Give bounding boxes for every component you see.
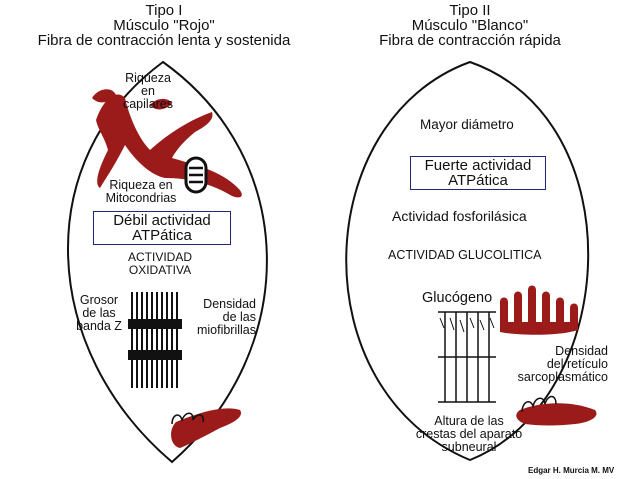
capillaries-label: Riqueza en capilares (122, 71, 174, 111)
type1-title: Tipo I (145, 2, 183, 19)
z-band-marker (128, 350, 182, 360)
type1-fiber-outline (67, 60, 268, 464)
type2-header: Tipo II Músculo "Blanco" Fibra de contra… (350, 3, 590, 48)
type2-description: Fibra de contracción rápida (379, 32, 561, 49)
type1-header: Tipo I Músculo "Rojo" Fibra de contracci… (10, 3, 318, 48)
type1-atpase-box: Débil actividad ATPática (93, 211, 231, 245)
reticulum-density-label: Densidad del retículo sarcoplasmático (517, 344, 608, 384)
type2-title: Tipo II (449, 2, 491, 19)
type1-description: Fibra de contracción lenta y sostenida (37, 32, 291, 49)
sarcoplasmic-reticulum-icon (500, 285, 578, 335)
type2-subtitle: Músculo "Blanco" (411, 17, 529, 34)
author-credit: Edgar H. Murcia M. MV (528, 466, 615, 475)
glycogen-label: Glucógeno (422, 290, 493, 306)
neuromuscular-junction-icon (171, 408, 242, 448)
oxidative-activity-label: ACTIVIDAD OXIDATIVA (127, 250, 192, 277)
z-band-label: Grosor de las banda Z (76, 293, 122, 333)
phosphorylase-activity-label: Actividad fosforilásica (392, 208, 527, 224)
greater-diameter-label: Mayor diámetro (420, 117, 514, 132)
type1-subtitle: Músculo "Rojo" (113, 17, 215, 34)
glycogen-myofibril-icon (438, 311, 496, 403)
type2-atpase-box: Fuerte actividad ATPática (410, 156, 546, 190)
mitochondria-label: Riqueza en Mitocondrias (105, 178, 177, 205)
junction-height-label: Altura de las crestas del aparato subneu… (415, 414, 523, 454)
myofibril-bundle-icon (128, 292, 182, 388)
neuromuscular-junction-icon-right (516, 395, 597, 426)
myofibril-density-label: Densidad de las miofibrillas (196, 297, 256, 337)
type2-fiber-outline (345, 60, 590, 462)
glycolytic-activity-label: ACTIVIDAD GLUCOLITICA (388, 248, 542, 262)
z-band-marker (128, 319, 182, 329)
mitochondrion-icon (184, 156, 208, 194)
